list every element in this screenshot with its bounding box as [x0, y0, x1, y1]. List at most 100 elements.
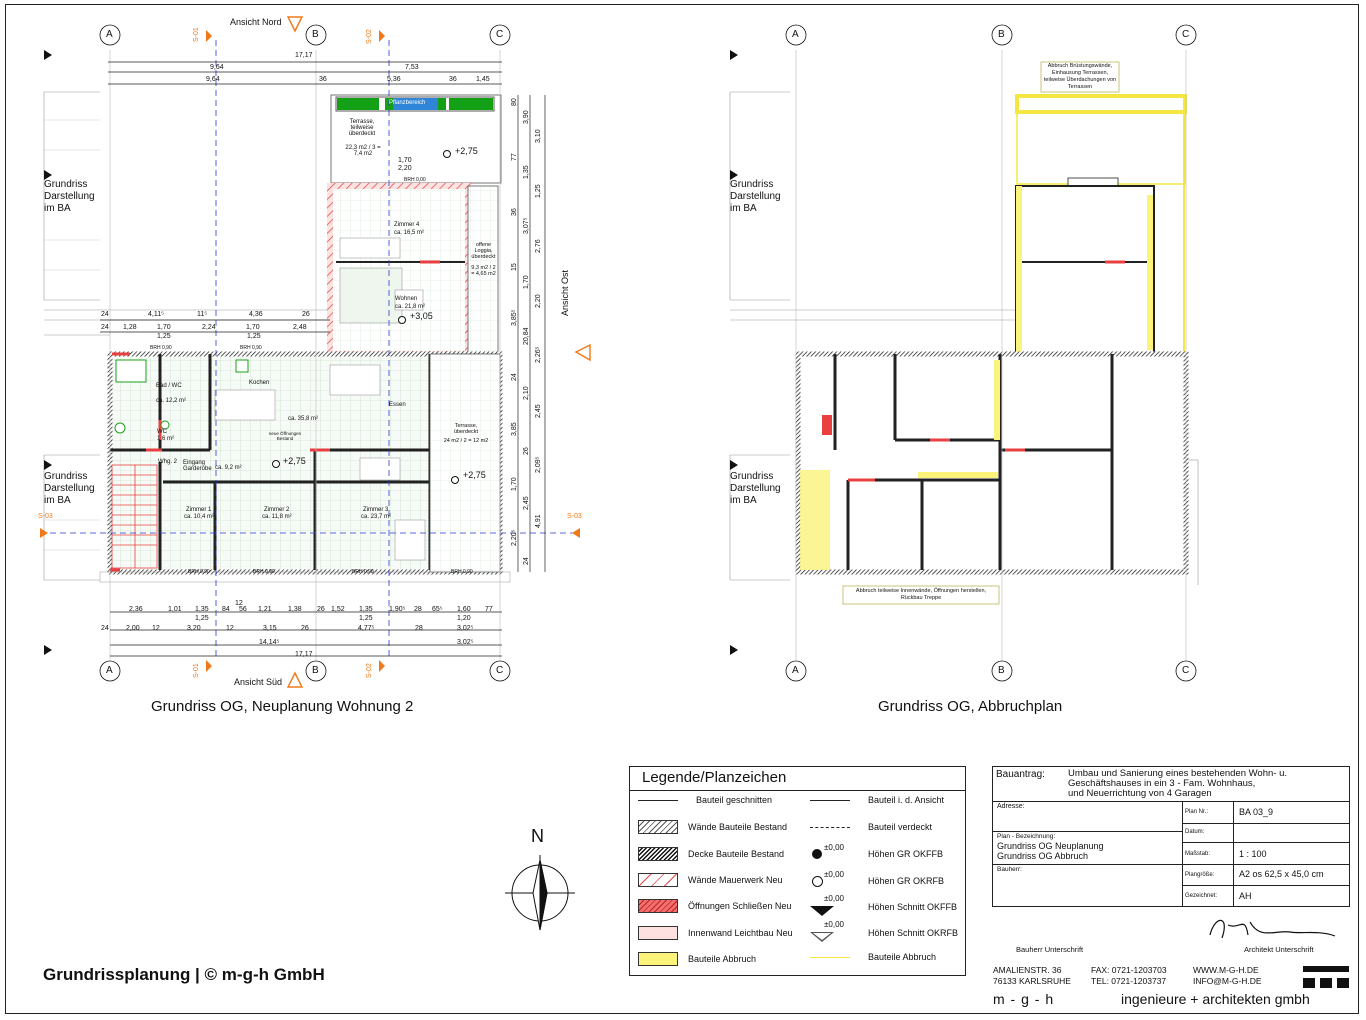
axis-label: C	[496, 665, 504, 676]
dimension: 4,11⁵	[148, 311, 165, 318]
dimension: 2,76	[535, 239, 542, 253]
architekt-signature-label: Architekt Unterschrift	[1244, 945, 1314, 954]
level-mark: +2,75	[283, 456, 306, 466]
brh-label: BRH 0,00	[404, 177, 426, 183]
plan-nr-label: Plan Nr.:	[1185, 809, 1209, 815]
dimension: 4,36	[249, 311, 263, 318]
brh-label: BRH 0,90	[352, 569, 374, 575]
pflanz-label: Pflanzbereich	[389, 100, 426, 106]
dimension: 80	[511, 98, 518, 106]
room-area: 9,3 m2 / 2 = 4,65 m2	[471, 265, 496, 277]
axis-label: C	[496, 29, 504, 40]
dimension: 2,48	[293, 324, 307, 331]
axis-label: B	[998, 29, 1005, 40]
room-area: 24 m2 / 2 = 12 m2	[443, 438, 489, 444]
legend-item: Wände Bauteile Bestand	[638, 820, 787, 834]
dimension: 1,60	[457, 606, 471, 613]
company-name-short: m - g - h	[993, 991, 1055, 1007]
dimension: 1,20	[457, 615, 471, 622]
view-label-north: Ansicht Nord	[230, 17, 282, 27]
dimension: 36	[511, 208, 518, 217]
dimension: 2,45	[523, 495, 530, 510]
dimension: 1,01	[168, 606, 182, 613]
company-web: WWW.M-G-H.DE	[1193, 965, 1259, 975]
axis-label: C	[1182, 29, 1190, 40]
dimension: 2,24	[202, 324, 216, 331]
dimension: 12	[235, 600, 243, 607]
dimension: 1,70	[511, 477, 518, 492]
dimension: 17,17	[295, 52, 313, 59]
axis-label: A	[106, 29, 113, 40]
left-plan	[40, 16, 591, 688]
brh-label: BRH 0,90	[240, 345, 262, 351]
footer-title: Grundrissplanung | © m-g-h GmbH	[43, 965, 325, 984]
axis-label: A	[106, 665, 113, 676]
axis-label: A	[792, 665, 799, 676]
room-area: ca. 21,8 m²	[395, 304, 426, 310]
dimension: 3,85⁵	[511, 309, 518, 327]
room-area: ca. 11,8 m²	[262, 514, 292, 520]
room-name: Bad / WC	[156, 383, 182, 389]
room-area: ca. 10,4 m²	[184, 514, 215, 520]
apartment-label: Whg. 2	[158, 459, 178, 465]
dimension: 28	[415, 625, 423, 632]
room-area: ca. 16,5 m²	[394, 230, 425, 236]
dimension: 1,45	[476, 76, 490, 83]
dimension: 24	[101, 625, 109, 632]
room-name: Essen	[389, 402, 406, 408]
dimension: 4,77⁵	[358, 625, 375, 632]
dimension: 1,25	[247, 333, 261, 340]
room-name: Terrasse, überdeckt	[453, 423, 479, 435]
company-address-2: 76133 KARLSRUHE	[993, 976, 1071, 986]
axis-label: B	[312, 29, 319, 40]
dimension: 65⁵	[432, 606, 443, 613]
axis-label: C	[1182, 665, 1190, 676]
section-label: S-01	[193, 663, 200, 678]
room-name: Eingang Garderobe	[183, 460, 212, 472]
dimension: 24	[523, 556, 530, 565]
plan-bez-label: Plan - Bezeichnung:	[997, 833, 1056, 840]
axis-label: B	[998, 665, 1005, 676]
drawing-frame	[5, 4, 1359, 1014]
room-area: ca. 35,8 m²	[288, 416, 319, 422]
plan-title-right: Grundriss OG, Abbruchplan	[878, 698, 1063, 715]
dimension: 1,21	[258, 606, 272, 613]
axis-label: B	[312, 665, 319, 676]
legend-item: Bauteile Abbruch	[810, 952, 936, 962]
dimension: 56	[239, 606, 247, 613]
section-label: S-02	[366, 663, 373, 678]
dimension: 3,20	[187, 625, 201, 632]
dimension: 24	[511, 373, 518, 382]
company-logo-icon	[1303, 966, 1349, 988]
dimension: 17,17	[295, 651, 313, 658]
adresse-label: Adresse:	[997, 803, 1025, 810]
legend-item: Öffnungen Schließen Neu	[638, 899, 791, 913]
dimension: 2,20	[398, 165, 412, 172]
legend-item: Wände Mauerwerk Neu	[638, 873, 783, 887]
view-label-east: Ansicht Ost	[560, 269, 570, 316]
demolition-note-bottom: Abbruch teilweise Innenwände, Öffnungen …	[855, 588, 987, 601]
dimension: 2,10	[523, 385, 530, 400]
dimension: 14,14⁵	[259, 639, 280, 646]
dimension: 2,09⁵	[535, 456, 542, 473]
dimension: 36	[319, 76, 327, 83]
room-name: offene Loggia, überdeckt	[471, 242, 496, 260]
dimension: 1,25	[535, 184, 542, 198]
architect-signature	[1209, 919, 1336, 939]
level-mark: +2,75	[455, 146, 478, 156]
dimension: 26	[523, 446, 530, 455]
legend-item: Innenwand Leichtbau Neu	[638, 926, 793, 940]
dimension: 28	[414, 606, 422, 613]
company-mail: INFO@M-G-H.DE	[1193, 976, 1262, 986]
room-name: Kochen	[249, 380, 270, 386]
room-area: ca. 23,7 m²	[361, 514, 392, 520]
legend-item: Bauteil i. d. Ansicht	[810, 795, 944, 805]
gezeichnet-label: Gezeichnet:	[1185, 893, 1218, 899]
legend-item: Decke Bauteile Bestand	[638, 847, 784, 861]
room-area: 1,6 m²	[157, 436, 175, 442]
bauantrag-text: Umbau und Sanierung eines bestehenden Wo…	[1068, 768, 1288, 799]
